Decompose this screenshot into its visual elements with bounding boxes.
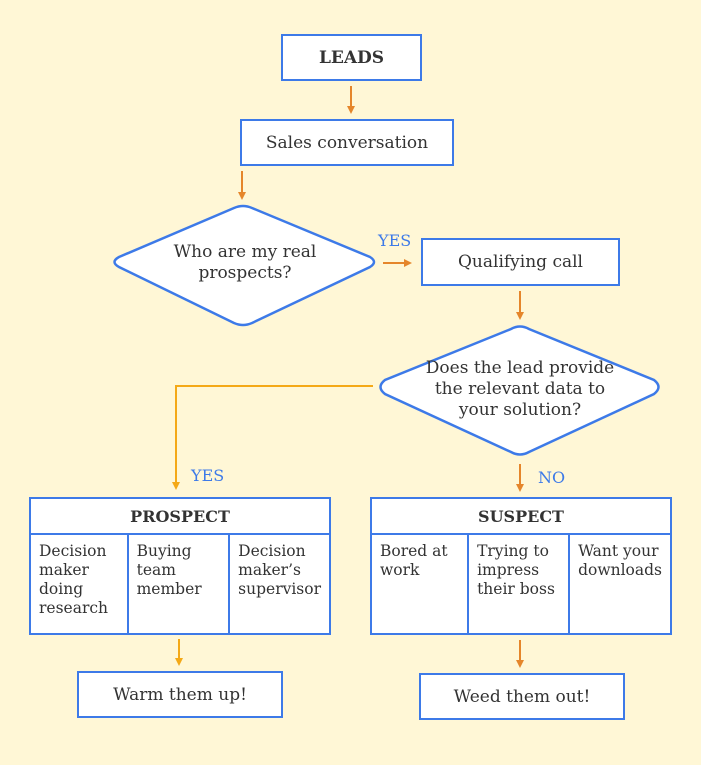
prospect-title: PROSPECT xyxy=(31,499,329,535)
yes-label-prospect: YES xyxy=(191,466,225,485)
decision-diamond-relevant-data xyxy=(379,325,660,456)
decision-diamond-real-prospects xyxy=(113,204,376,327)
prospect-cell: Decision maker doing research xyxy=(31,535,129,633)
suspect-cell: Trying to impress their boss xyxy=(469,535,571,633)
suspect-cell: Want your downloads xyxy=(578,542,662,579)
suspect-cell: Bored at work xyxy=(372,535,470,633)
decision-relevant-data-text: Does the lead provide the relevant data … xyxy=(425,357,615,420)
suspect-title: SUSPECT xyxy=(372,499,670,535)
prospect-table: PROSPECT Decision maker doing research B… xyxy=(29,497,331,635)
sales-conversation-node: Sales conversation xyxy=(240,119,454,166)
leads-node: LEADS xyxy=(281,34,422,81)
suspect-table: SUSPECT Bored at work Trying to impress … xyxy=(370,497,672,635)
no-label-suspect: NO xyxy=(538,468,566,487)
prospect-cell: Decision maker’s supervisor xyxy=(238,542,322,598)
weed-them-out-node: Weed them out! xyxy=(419,673,625,720)
qualifying-call-node: Qualifying call xyxy=(421,238,620,286)
prospect-cell: Buying team member xyxy=(129,535,231,633)
warm-them-up-node: Warm them up! xyxy=(77,671,283,718)
yes-label-qualifying: YES xyxy=(378,231,412,250)
arrow-decision-to-prospect xyxy=(172,385,373,490)
decision-real-prospects-text: Who are my real prospects? xyxy=(173,242,317,283)
